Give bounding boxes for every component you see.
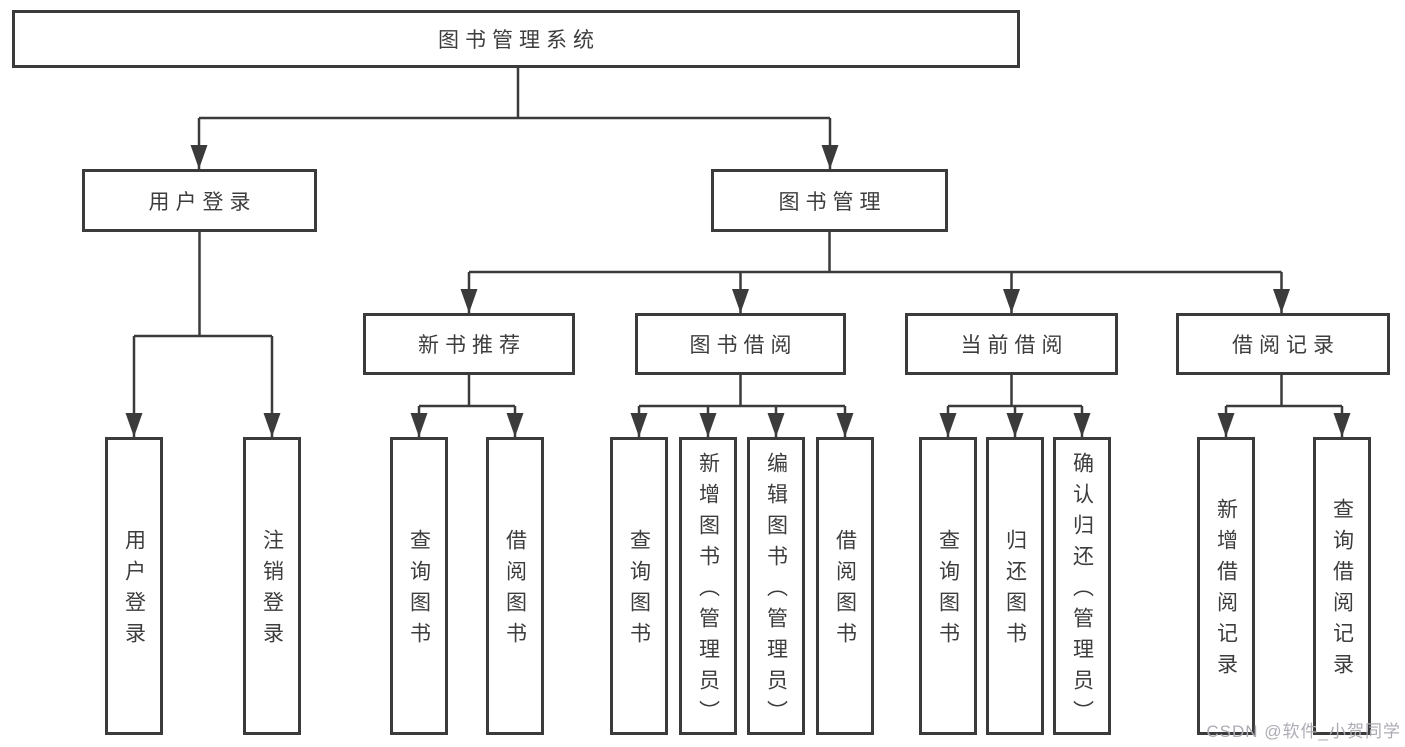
- node-label: 用户登录: [148, 190, 257, 214]
- node-current-borrowing: 当前借阅: [905, 313, 1118, 375]
- leaf-label: 借阅图书: [833, 529, 857, 653]
- leaf-label: 注销登录: [260, 529, 284, 653]
- arrowhead: [506, 413, 524, 437]
- leaf-borrow-books-recommend: 借阅图书: [486, 437, 544, 735]
- arrowhead: [125, 413, 143, 437]
- connector-borrowrecords-leaves: [1224, 375, 1344, 437]
- arrowhead: [699, 413, 717, 437]
- arrowhead: [1217, 413, 1235, 437]
- arrowhead: [1333, 413, 1351, 437]
- arrowhead: [1273, 289, 1290, 313]
- leaf-label: 确认归还（管理员）: [1070, 451, 1094, 731]
- leaf-label: 查询图书: [627, 529, 651, 653]
- node-label: 图书管理系统: [438, 29, 600, 52]
- leaf-confirm-return-admin: 确认归还（管理员）: [1053, 437, 1111, 735]
- node-new-book-recommend: 新书推荐: [363, 313, 575, 375]
- leaf-add-books-admin: 新增图书（管理员）: [679, 437, 737, 735]
- node-system-root: 图书管理系统: [12, 10, 1020, 68]
- connector-bookmgmt-level3: [467, 232, 1283, 313]
- connector-bookborrow-leaves: [637, 375, 847, 437]
- node-borrowing-records: 借阅记录: [1176, 313, 1390, 375]
- arrowhead: [821, 145, 839, 169]
- node-label: 新书推荐: [418, 334, 526, 357]
- leaf-label: 归还图书: [1003, 529, 1027, 653]
- node-label: 当前借阅: [960, 334, 1069, 357]
- leaf-query-borrow-record: 查询借阅记录: [1313, 437, 1371, 735]
- arrowhead: [1006, 413, 1024, 437]
- leaf-label: 新增图书（管理员）: [696, 451, 720, 731]
- arrowhead: [263, 413, 281, 437]
- connector-root-level2: [197, 68, 832, 169]
- connector-newbooks-leaves: [417, 375, 517, 437]
- leaf-label: 借阅图书: [503, 529, 527, 653]
- leaf-label: 编辑图书（管理员）: [764, 451, 788, 731]
- node-label: 图书管理: [778, 190, 887, 214]
- leaf-query-books-borrowing: 查询图书: [610, 437, 668, 735]
- arrowhead: [1003, 289, 1020, 313]
- arrowhead: [190, 145, 208, 169]
- leaf-label: 查询借阅记录: [1330, 498, 1354, 684]
- csdn-watermark: CSDN @软件_小贺同学: [1206, 722, 1401, 741]
- node-book-borrowing: 图书借阅: [635, 313, 846, 375]
- leaf-edit-books-admin: 编辑图书（管理员）: [747, 437, 805, 735]
- arrowhead: [767, 413, 785, 437]
- leaf-label: 查询图书: [407, 529, 431, 653]
- node-user-login: 用户登录: [82, 169, 317, 232]
- leaf-return-books: 归还图书: [986, 437, 1044, 735]
- arrowhead: [1073, 413, 1091, 437]
- leaf-query-books-recommend: 查询图书: [390, 437, 448, 735]
- leaf-label: 用户登录: [122, 529, 146, 653]
- arrowhead: [410, 413, 428, 437]
- connector-userlogin-leaves: [132, 232, 274, 437]
- leaf-label: 查询图书: [936, 529, 960, 653]
- arrowhead: [460, 289, 478, 313]
- leaf-user-login: 用户登录: [105, 437, 163, 735]
- arrowhead: [939, 413, 957, 437]
- leaf-logout: 注销登录: [243, 437, 301, 735]
- leaf-add-borrow-record: 新增借阅记录: [1197, 437, 1255, 735]
- node-label: 图书借阅: [689, 334, 798, 357]
- node-label: 借阅记录: [1232, 334, 1340, 357]
- leaf-query-books-current: 查询图书: [919, 437, 977, 735]
- node-book-management: 图书管理: [711, 169, 948, 232]
- leaf-borrow-books-borrowing: 借阅图书: [816, 437, 874, 735]
- arrowhead: [836, 413, 854, 437]
- leaf-label: 新增借阅记录: [1214, 498, 1238, 684]
- arrowhead: [630, 413, 648, 437]
- arrowhead: [732, 289, 749, 313]
